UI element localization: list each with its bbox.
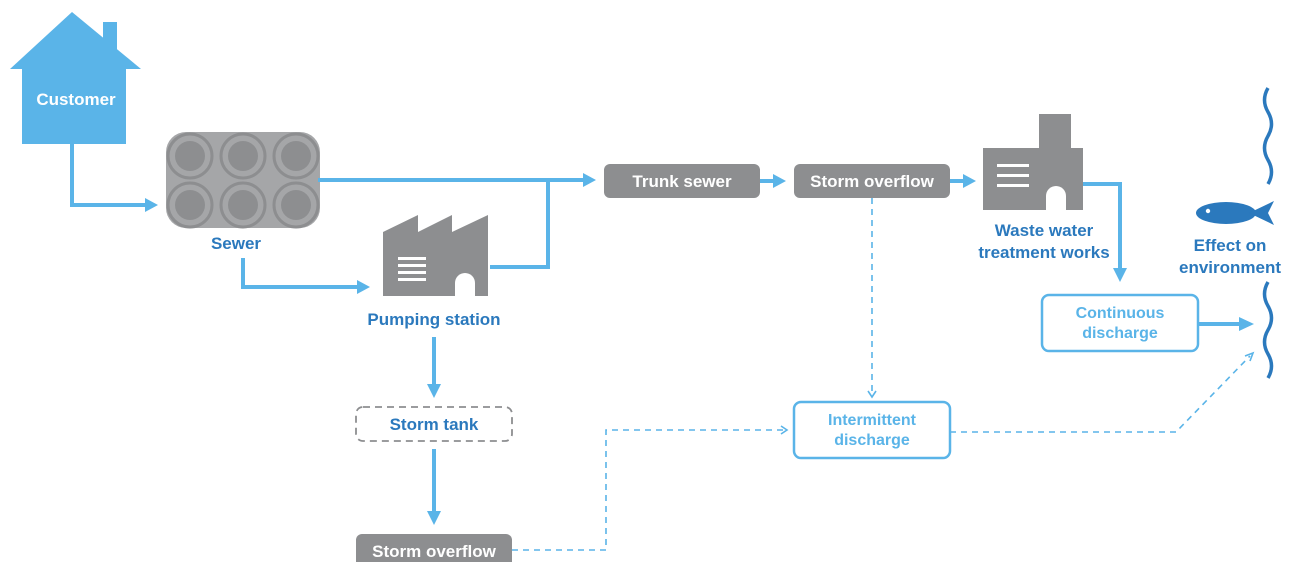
dashed-intermittent-environment (950, 355, 1251, 433)
wwtw-label-line2: treatment works (978, 243, 1109, 262)
intermittent-discharge-label-line2: discharge (834, 432, 910, 449)
storm-tank-box (355, 406, 513, 442)
environment-label-line2: environment (1179, 258, 1281, 277)
river-icon (1262, 87, 1274, 379)
customer-label: Customer (36, 90, 116, 109)
storm-overflow-main-box (794, 164, 950, 198)
storm-overflow-main-label: Storm overflow (810, 172, 935, 191)
solid-connectors (70, 144, 1254, 525)
continuous-discharge-label-line2: discharge (1082, 325, 1158, 342)
connector-customer-sewer (70, 144, 146, 207)
arrowhead-sewer-trunk (583, 173, 596, 187)
trunk-sewer-box (604, 164, 760, 198)
arrowhead-continuous-environment (1239, 317, 1254, 331)
sewer-label: Sewer (211, 234, 261, 253)
arrowhead-wwtw-continuous (1113, 268, 1127, 282)
house-icon (10, 12, 141, 144)
dashed-arrowhead-lower-intermittent (780, 425, 789, 435)
treatment-works-icon (983, 114, 1083, 210)
storm-overflow-lower-box (356, 534, 512, 562)
connector-pumping-trunk (490, 180, 550, 269)
fish-icon (1196, 201, 1274, 225)
storm-tank-label: Storm tank (390, 415, 479, 434)
intermittent-discharge-label-line1: Intermittent (828, 412, 917, 429)
dashed-arrowhead-intermittent-environment (1244, 351, 1255, 362)
arrowhead-trunk-overflow (773, 174, 786, 188)
pumping-station-label: Pumping station (367, 310, 500, 329)
pipes-icon (166, 132, 320, 229)
storm-overflow-lower-label: Storm overflow (372, 542, 497, 561)
arrowhead-pumping-tank (427, 384, 441, 398)
connector-sewer-pumping (241, 258, 358, 289)
environment-label-line1: Effect on (1194, 236, 1267, 255)
intermittent-discharge-box (792, 400, 952, 460)
continuous-discharge-label-line1: Continuous (1076, 305, 1165, 322)
trunk-sewer-label: Trunk sewer (632, 172, 732, 191)
continuous-discharge-box (1040, 293, 1200, 353)
arrowhead-overflow-wwtw (963, 174, 976, 188)
connector-wwtw-continuous (1083, 182, 1122, 268)
dashed-arrowhead-overflow-intermittent (867, 390, 877, 399)
wwtw-label-line1: Waste water (995, 221, 1094, 240)
arrowhead-tank-overflow (427, 511, 441, 525)
arrowhead-sewer-pumping (357, 280, 370, 294)
factory-icon (383, 215, 488, 296)
dashed-lower-intermittent (512, 429, 784, 551)
dashed-connectors (512, 198, 1255, 551)
arrowhead-customer-sewer (145, 198, 158, 212)
